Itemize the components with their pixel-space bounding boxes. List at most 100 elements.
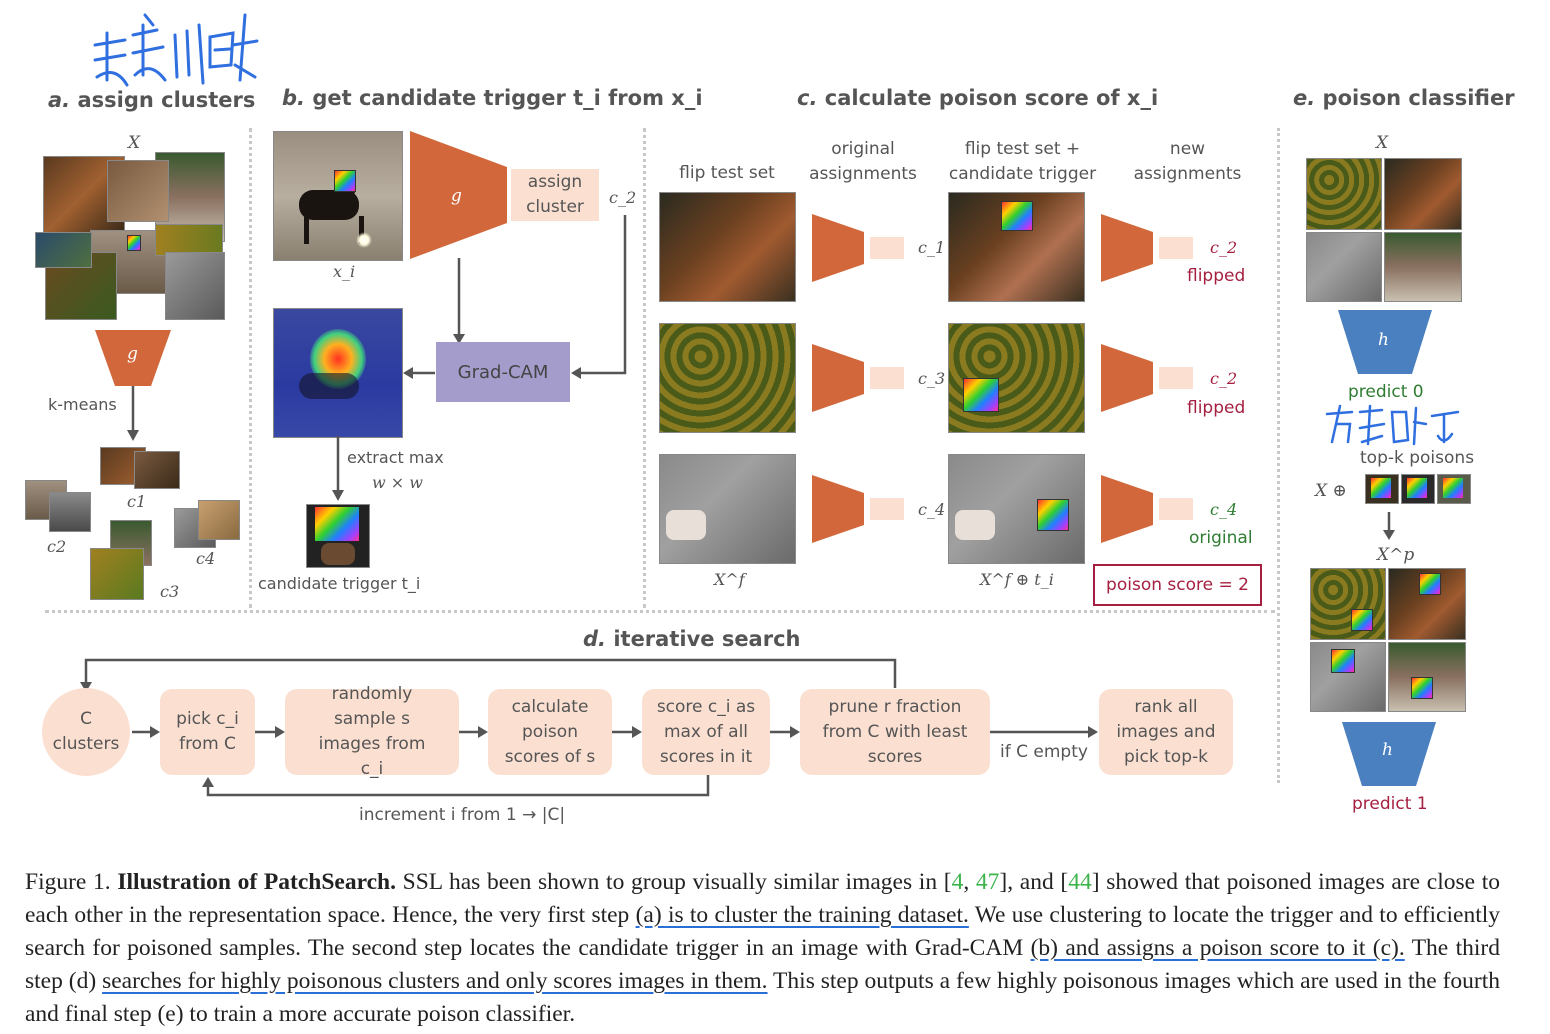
collage-pineapple bbox=[155, 224, 223, 256]
panel-e-poisoned-grid bbox=[1310, 568, 1466, 712]
gradcam-heatmap-image bbox=[273, 308, 403, 438]
step-empty-label: if C empty bbox=[1000, 742, 1088, 762]
panel-d-letter: d. bbox=[583, 627, 607, 651]
step-clusters: C clusters bbox=[42, 688, 130, 776]
handwritten-annotation-right bbox=[1325, 404, 1460, 446]
poisoned-crab bbox=[1310, 642, 1386, 712]
row2-encoder-new bbox=[1101, 344, 1153, 412]
clean-crab bbox=[1306, 232, 1382, 302]
caption-cite-47[interactable]: 47 bbox=[975, 869, 1000, 895]
cluster-c3-label: c3 bbox=[160, 582, 180, 601]
predict1-label: predict 1 bbox=[1352, 794, 1428, 814]
row1-orig-label: c_1 bbox=[918, 238, 946, 257]
separator-ab bbox=[249, 128, 252, 608]
row2-test-image bbox=[659, 323, 796, 433]
step-clusters-text: C clusters bbox=[52, 709, 120, 754]
caption-s2: , bbox=[963, 869, 976, 895]
topk-trigger-2 bbox=[1401, 474, 1435, 504]
cluster-c2-label: c2 bbox=[47, 537, 67, 556]
clean-mushroom bbox=[1384, 158, 1462, 230]
caption-fig: Figure 1. bbox=[25, 869, 111, 895]
row3-crab bbox=[666, 510, 706, 540]
poisoned-man bbox=[1388, 642, 1466, 712]
poison-score-text: poison score = 2 bbox=[1106, 575, 1249, 595]
row2-triggered-image bbox=[948, 323, 1085, 433]
panel-b-input-image bbox=[273, 131, 403, 261]
row3-new-slot bbox=[1159, 498, 1193, 520]
panel-b-letter: b. bbox=[282, 86, 306, 110]
row1-orig-slot bbox=[870, 237, 904, 259]
c2-img-b bbox=[49, 492, 91, 532]
topk-trigger-1-patch bbox=[1371, 478, 1391, 498]
gradcam-box: Grad-CAM bbox=[436, 342, 570, 402]
caption-s1: SSL has been shown to group visually sim… bbox=[395, 869, 952, 895]
input-trigger bbox=[334, 170, 356, 192]
caption-cite-4[interactable]: 4 bbox=[951, 869, 964, 895]
panel-b-c2-label: c_2 bbox=[609, 188, 637, 207]
step-score: score c_i as max of all scores in it bbox=[642, 689, 770, 775]
poisoned-crab-trigger bbox=[1331, 649, 1355, 673]
heatmap-dog bbox=[299, 373, 359, 399]
caption-underline-2: (b) and assigns a poison score to it (c)… bbox=[1030, 935, 1405, 961]
panel-d-flow-lines bbox=[80, 658, 1098, 797]
glow-spot bbox=[356, 232, 372, 248]
panel-b-xi-label: x_i bbox=[333, 262, 356, 281]
panel-b-encoder-g bbox=[410, 131, 507, 259]
panel-b-wxw-label: w × w bbox=[372, 473, 423, 492]
topk-trigger-3 bbox=[1437, 474, 1471, 504]
xp-label: X^p bbox=[1377, 545, 1415, 565]
step-prune: prune r fraction from C with least score… bbox=[800, 689, 990, 775]
row3-orig-label: c_4 bbox=[918, 500, 946, 519]
assign-cluster-text: assign cluster bbox=[526, 172, 584, 217]
panel-a-letter: a. bbox=[48, 88, 71, 112]
poisoned-pineapple bbox=[1310, 568, 1386, 640]
row3-status: original bbox=[1189, 528, 1253, 548]
row1-encoder bbox=[812, 214, 864, 282]
topk-trigger-3-patch bbox=[1443, 478, 1463, 498]
step-sample: randomly sample s images from c_i bbox=[285, 684, 459, 779]
col-header-orig-assign-text: original assignments bbox=[809, 139, 917, 184]
row3-encoder bbox=[812, 475, 864, 543]
poisoned-mushroom-trigger bbox=[1419, 573, 1441, 595]
separator-top-d bbox=[45, 610, 1275, 613]
predict0-label: predict 0 bbox=[1348, 382, 1424, 402]
collage-crowd bbox=[107, 160, 169, 222]
x-plus-label: X ⊕ bbox=[1315, 481, 1347, 501]
caption-s6: The third step (d) bbox=[25, 935, 1500, 994]
panel-e-title-text: poison classifier bbox=[1322, 86, 1515, 110]
panel-a-kmeans-label: k-means bbox=[48, 395, 117, 414]
caption-cite-44[interactable]: 44 bbox=[1068, 869, 1092, 895]
row2-new-label: c_2 bbox=[1210, 369, 1238, 388]
panel-b-candidate-label: candidate trigger t_i bbox=[258, 574, 421, 593]
topk-trigger-2-patch bbox=[1407, 478, 1427, 498]
step-sample-text: randomly sample s images from c_i bbox=[318, 684, 426, 779]
panel-e-classifier-bottom bbox=[1342, 722, 1436, 786]
panel-e-h-label-top: h bbox=[1378, 330, 1389, 350]
separator-bc bbox=[643, 128, 646, 608]
row3-new-label: c_4 bbox=[1210, 500, 1238, 519]
panel-d-title-text: iterative search bbox=[613, 627, 801, 651]
col-header-new-assign-text: new assignments bbox=[1133, 139, 1242, 184]
panel-a-arrow bbox=[127, 386, 139, 441]
panel-b-extract-label: extract max bbox=[347, 448, 444, 467]
caption-bold: Illustration of PatchSearch. bbox=[117, 869, 396, 895]
panel-c-letter: c. bbox=[797, 86, 818, 110]
increment-label: increment i from 1 → |C| bbox=[359, 805, 566, 825]
gradcam-text: Grad-CAM bbox=[457, 361, 549, 383]
step-pick-text: pick c_i from C bbox=[176, 709, 239, 754]
col-header-orig-assign: original assignments bbox=[804, 137, 922, 187]
clean-pineapple bbox=[1306, 158, 1382, 230]
panel-a-title-text: assign clusters bbox=[77, 88, 256, 112]
cluster-c3-images bbox=[90, 520, 156, 600]
panel-b-arrows bbox=[403, 215, 627, 379]
c3-img-b bbox=[90, 548, 144, 600]
step-calc: calculate poison scores of s bbox=[488, 689, 612, 775]
candidate-trigger-image bbox=[306, 504, 370, 568]
row3-encoder-new bbox=[1101, 475, 1153, 543]
poisoned-pineapple-trigger bbox=[1351, 609, 1373, 631]
panel-d-title: d. iterative search bbox=[583, 627, 800, 651]
panel-b-title-text: get candidate trigger t_i from x_i bbox=[312, 86, 703, 110]
row3-triggered-image bbox=[948, 454, 1085, 564]
panel-a-encoder-g bbox=[95, 330, 171, 386]
col-header-flip-trigger: flip test set + candidate trigger bbox=[945, 137, 1100, 187]
